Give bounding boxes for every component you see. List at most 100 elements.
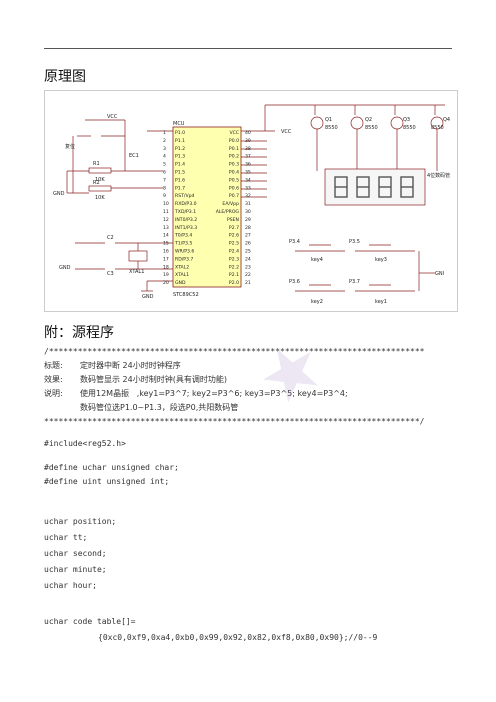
- chip-pin-right: P2.7: [229, 225, 239, 231]
- q1-type: 8550: [325, 125, 338, 131]
- q2-label: Q2: [365, 117, 372, 123]
- chip-pin-right: P2.2: [229, 264, 239, 270]
- chip-pin-left: P1.1: [175, 138, 185, 144]
- key4-label: key4: [311, 257, 323, 263]
- chip-pin-number-left: 2: [163, 138, 166, 144]
- chip-pin-number-right: 35: [245, 170, 251, 176]
- chip-pin-number-left: 10: [163, 201, 169, 207]
- chip-pin-left: INT1/P3.3: [175, 225, 197, 231]
- chip-pin-number-right: 30: [245, 209, 251, 215]
- vcc-label: VCC: [107, 114, 118, 120]
- chip-pin-number-left: 7: [163, 177, 166, 183]
- title-value: 定时器中断 24小时时钟程序: [80, 361, 181, 370]
- chip-pin-number-right: 38: [245, 146, 251, 152]
- chip-pin-number-right: 26: [245, 241, 251, 247]
- table-decl: uchar code table[]=: [44, 617, 136, 626]
- header-rule: [44, 48, 452, 49]
- chip-pin-number-right: 27: [245, 233, 251, 239]
- vcc-label-2: VCC: [281, 129, 292, 135]
- chip-pin-number-right: 33: [245, 185, 251, 191]
- chip-pin-left: P1.3: [175, 154, 185, 160]
- chip-pin-number-left: 4: [163, 154, 166, 160]
- chip-pin-number-right: 39: [245, 138, 251, 144]
- xtal-label: XTAL1: [129, 269, 144, 275]
- comment-close: ****************************************…: [44, 417, 425, 426]
- chip-pin-right: ALE/PROG: [216, 209, 240, 215]
- chip-pin-left: P1.7: [175, 185, 185, 191]
- define-line-2: #define uint unsigned int;: [44, 477, 170, 486]
- chip-pin-number-left: 3: [163, 146, 166, 152]
- chip-pin-right: P0.7: [229, 193, 239, 199]
- schematic-heading: 原理图: [44, 69, 86, 85]
- chip-pin-left: T0/P3.4: [174, 233, 192, 239]
- chip-pin-left: P1.6: [175, 177, 185, 183]
- gnd-label-3: GND: [142, 294, 154, 300]
- title-label: 标题:: [44, 361, 63, 370]
- chip-pin-left: RST/Vpd: [175, 193, 195, 199]
- chip-pin-number-left: 13: [163, 225, 169, 231]
- chip-pin-number-right: 36: [245, 162, 251, 168]
- p37-label: P3.7: [349, 279, 360, 285]
- chip-pin-right: P0.5: [229, 177, 239, 183]
- var-line-5: uchar hour;: [44, 581, 97, 590]
- chip-pin-left: T1/P3.5: [174, 241, 192, 247]
- chip-pin-left: P1.5: [175, 170, 185, 176]
- chip-label: STC89C52: [173, 292, 199, 298]
- r1-label: R1: [93, 161, 100, 167]
- display-label: 4位数码管: [427, 172, 450, 179]
- key3-label: key3: [375, 257, 387, 263]
- chip-pin-number-right: 25: [245, 249, 251, 255]
- chip-pin-left: TXD/P3.1: [174, 209, 196, 215]
- chip-pin-number-right: 24: [245, 256, 251, 262]
- chip-pin-number-left: 14: [163, 233, 169, 239]
- chip-pin-right: P2.1: [229, 272, 239, 278]
- p35-label: P3.5: [349, 239, 360, 245]
- chip-pin-right: EA/Vpp: [222, 201, 239, 207]
- chip-pin-right: P2.5: [229, 241, 239, 247]
- chip-pin-number-right: 23: [245, 264, 251, 270]
- q2-type: 8550: [365, 125, 378, 131]
- chip-pin-number-right: 40: [245, 130, 251, 136]
- chip-pin-right: P2.0: [229, 280, 239, 286]
- note-value: 使用12M晶振 ,key1=P3^7; key2=P3^6; key3=P3^5…: [80, 389, 348, 398]
- chip-pin-right: VCC: [229, 130, 239, 136]
- c3-label: C3: [107, 271, 114, 277]
- chip-pin-left: RXD/P3.0: [175, 201, 197, 207]
- table-values: {0xc0,0xf9,0xa4,0xb0,0x99,0x92,0x82,0xf8…: [98, 633, 378, 642]
- gnd-label-2: GND: [59, 265, 71, 271]
- key1-label: key1: [375, 299, 387, 305]
- chip-pin-right: PSEN: [227, 217, 239, 223]
- chip-pin-number-right: 32: [245, 193, 251, 199]
- chip-pin-right: P2.3: [229, 256, 239, 262]
- chip-pin-number-left: 9: [163, 193, 166, 199]
- chip-pin-number-left: 1: [163, 130, 166, 136]
- chip-pin-right: P2.6: [229, 233, 239, 239]
- reset-label: 复位: [65, 143, 75, 150]
- chip-pin-number-right: 21: [245, 280, 251, 286]
- chip-pin-number-right: 34: [245, 177, 251, 183]
- note-label: 说明:: [44, 389, 63, 398]
- gni-label: GNI: [435, 271, 444, 277]
- gnd-label: GND: [53, 191, 65, 197]
- r1-value: 10K: [95, 177, 105, 183]
- chip-pin-number-left: 20: [163, 280, 169, 286]
- chip-pin-number-right: 37: [245, 154, 251, 160]
- chip-pin-number-left: 15: [163, 241, 169, 247]
- watermark: ★: [241, 319, 340, 425]
- chip-pin-number-left: 8: [163, 185, 166, 191]
- var-line-2: uchar tt;: [44, 533, 88, 542]
- mcu-label: MCU: [173, 121, 185, 127]
- var-line-3: uchar second;: [44, 549, 107, 558]
- include-line: #include<reg52.h>: [44, 439, 126, 448]
- q3-type: 8550: [403, 125, 416, 131]
- p36-label: P3.6: [289, 279, 300, 285]
- chip-pin-number-left: 11: [163, 209, 169, 215]
- chip-pin-number-right: 22: [245, 272, 251, 278]
- chip-pin-right: P0.1: [229, 146, 239, 152]
- chip-pin-left: P1.2: [175, 146, 185, 152]
- r2-value: 10K: [95, 195, 105, 201]
- var-line-4: uchar minute;: [44, 565, 107, 574]
- chip-pin-right: P0.2: [229, 154, 239, 160]
- chip-pin-number-left: 5: [163, 162, 166, 168]
